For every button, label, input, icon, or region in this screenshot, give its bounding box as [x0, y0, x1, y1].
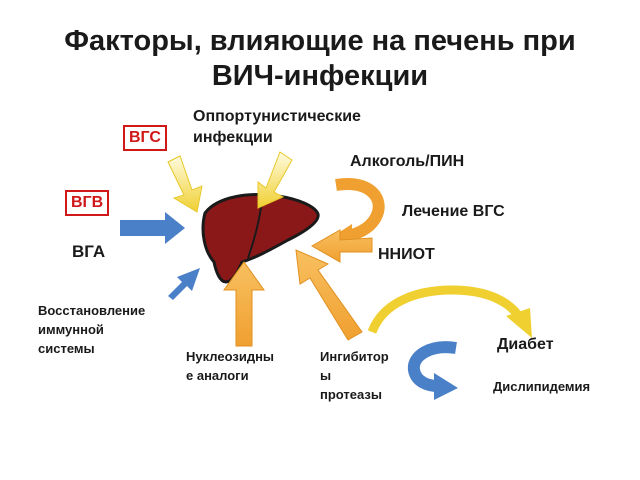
arrow-dyslipidemia-head — [434, 373, 458, 400]
label-opportunistic-line-1: Оппортунистические — [193, 108, 361, 125]
label-diabetes: Диабет — [497, 336, 554, 353]
label-vga: ВГА — [72, 242, 106, 261]
label-immune-line-2: иммунной — [38, 322, 104, 337]
label-opportunistic: Оппортунистические инфекции — [193, 106, 361, 148]
arrow-immune — [168, 268, 200, 300]
arrow-protease — [295, 249, 363, 341]
label-nucleoside-line-1: Нуклеозидны — [186, 349, 275, 364]
label-alcohol: Алкоголь/ПИН — [350, 153, 465, 170]
label-hcv-treatment: Лечение ВГС — [402, 203, 505, 220]
diagram-title: Факторы, влияющие на печень при ВИЧ-инфе… — [0, 24, 640, 94]
label-protease-line-3: протеазы — [320, 387, 382, 402]
label-nucleoside: Нуклеозидны е аналоги — [186, 347, 274, 385]
title-line-2: ВИЧ-инфекции — [211, 60, 429, 92]
label-nnrti: ННИОТ — [378, 246, 435, 263]
label-protease-line-1: Ингибитор — [320, 349, 389, 364]
label-immune-line-1: Восстановление — [38, 303, 146, 318]
arrow-nucleoside — [223, 261, 265, 347]
arrow-vgb — [120, 212, 185, 244]
label-vgs: ВГС — [123, 125, 167, 151]
label-opportunistic-line-2: инфекции — [193, 129, 273, 146]
label-dyslipidemia: Дислипидемия — [493, 379, 591, 394]
label-vgb: ВГВ — [65, 190, 110, 216]
label-immune-line-3: системы — [38, 341, 95, 356]
label-nucleoside-line-2: е аналоги — [186, 368, 249, 383]
arrow-vgs — [167, 155, 203, 213]
arrow-dyslipidemia — [407, 341, 457, 392]
arrow-opportunistic — [257, 151, 293, 209]
label-protease: Ингибитор ы протеазы — [320, 347, 389, 404]
label-protease-line-2: ы — [320, 368, 332, 383]
label-immune: Восстановление иммунной системы — [38, 301, 145, 358]
arrow-nnrti — [310, 229, 373, 263]
arrow-diabetes-head — [506, 308, 532, 338]
arrow-diabetes — [367, 285, 524, 334]
title-line-1: Факторы, влияющие на печень при — [64, 25, 576, 57]
arrow-alcohol — [335, 178, 385, 242]
